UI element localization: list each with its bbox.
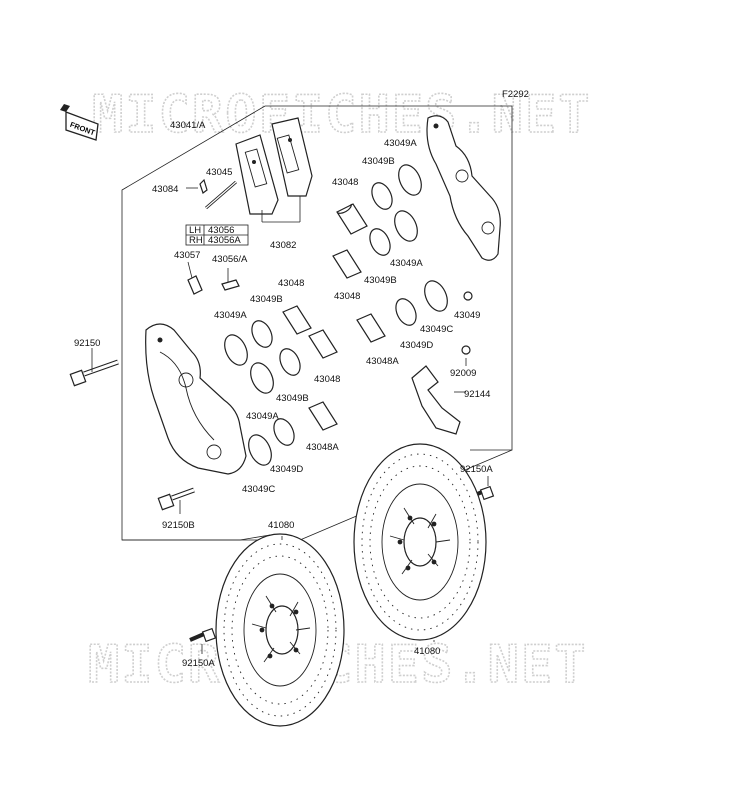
rh-label: RH — [189, 235, 203, 246]
part-label: 43048 — [278, 278, 304, 289]
piston-icon — [282, 203, 386, 431]
rh-part: 43056A — [208, 235, 241, 246]
part-label: 43048A — [306, 442, 339, 453]
lh-rh-table: LH 43056 RH 43056A — [185, 224, 249, 246]
brake-disc-right-icon — [353, 443, 487, 641]
lh-part: 43056 — [208, 225, 234, 236]
part-label: 43049B — [250, 294, 283, 305]
part-label: 43049B — [362, 156, 395, 167]
lh-label: LH — [189, 225, 201, 236]
watermark-top: MICROFICHES.NET — [92, 85, 592, 145]
part-label: 43082 — [270, 240, 296, 251]
seal-ring-icon — [224, 164, 473, 466]
part-label: 92150A — [460, 464, 493, 475]
part-label: 43049B — [276, 393, 309, 404]
part-label: 43049D — [400, 340, 433, 351]
part-label: 43057 — [174, 250, 200, 261]
pad-pin-icon — [199, 178, 237, 210]
diagram-code: F2292 — [502, 89, 529, 100]
part-label: 43049C — [242, 484, 275, 495]
part-labels: 43041/A 43084 43045 43082 43057 43056/A … — [74, 120, 493, 669]
part-label: 43048A — [366, 356, 399, 367]
part-label: 43049A — [214, 310, 247, 321]
part-label: 43049D — [270, 464, 303, 475]
part-label: 43084 — [152, 184, 178, 195]
caliper-right-icon — [426, 115, 501, 261]
part-label: 92150A — [182, 658, 215, 669]
part-label: 43048 — [334, 291, 360, 302]
part-label: 43049A — [246, 411, 279, 422]
part-label: 43048 — [332, 177, 358, 188]
leader-lines — [91, 348, 489, 654]
part-label: 41080 — [414, 646, 440, 657]
part-label: 92009 — [450, 368, 476, 379]
part-label: 43056/A — [212, 254, 248, 265]
part-label: 43049C — [420, 324, 453, 335]
mounting-bolt-icon — [69, 359, 495, 643]
part-label: 43045 — [206, 167, 232, 178]
part-label: 92150 — [74, 338, 100, 349]
bleeder-valve-icon — [187, 261, 240, 295]
caliper-left-icon — [145, 323, 247, 475]
brake-disc-left-icon — [215, 533, 345, 727]
front-arrow-icon: FRONT — [60, 104, 99, 141]
part-label: 92150B — [162, 520, 195, 531]
hose-bracket-icon — [411, 365, 466, 435]
part-label: 43049 — [454, 310, 480, 321]
part-label: 43048 — [314, 374, 340, 385]
brake-pad-icon — [235, 117, 313, 215]
part-label: 43049B — [364, 275, 397, 286]
part-label: 43049A — [384, 138, 417, 149]
assembly-border — [265, 105, 513, 451]
part-label: 43049A — [390, 258, 423, 269]
part-label: 41080 — [268, 520, 294, 531]
part-label: 92144 — [464, 389, 490, 400]
part-label: 43041/A — [170, 120, 206, 131]
